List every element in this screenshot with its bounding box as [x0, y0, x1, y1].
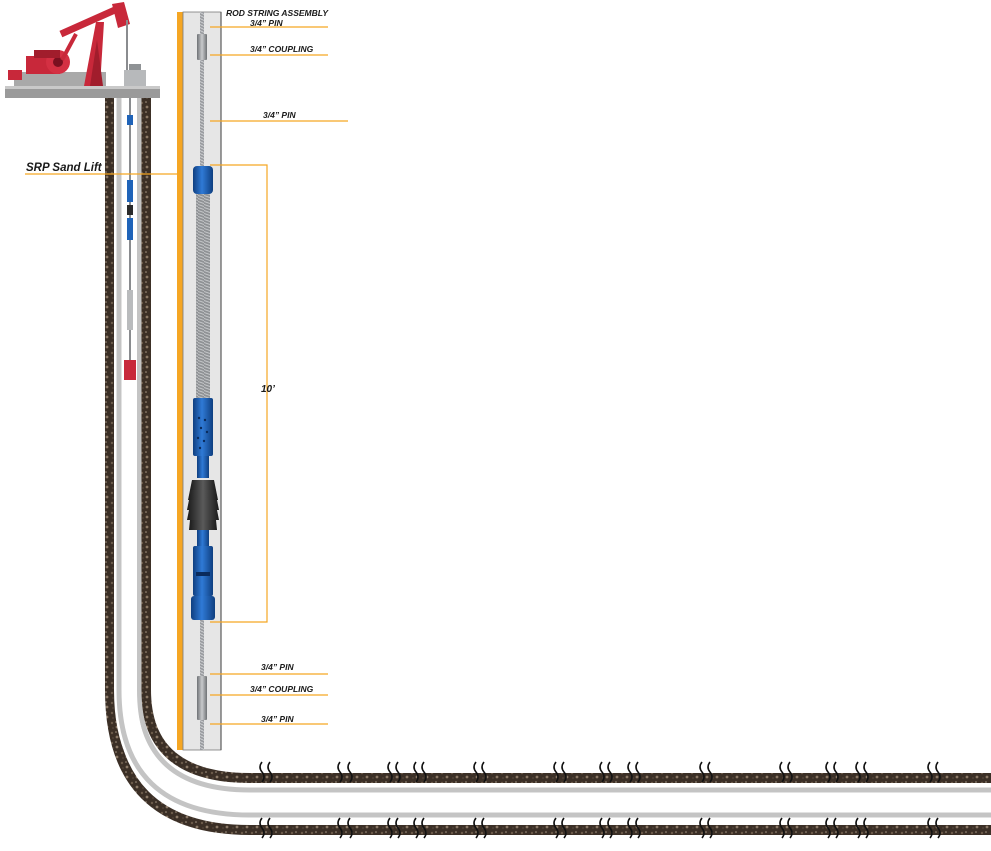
fracture-icon — [833, 761, 839, 783]
fracture-icon — [599, 761, 605, 783]
fracture-icon — [927, 817, 933, 839]
fracture-icon — [833, 817, 839, 839]
fracture-icon — [855, 817, 861, 839]
fracture-icon — [259, 761, 265, 783]
fracture-icon — [413, 817, 419, 839]
fracture-icon — [347, 817, 353, 839]
fracture-icon — [421, 817, 427, 839]
outer-casing — [116, 96, 991, 818]
inner-casing — [136, 96, 991, 793]
lower-rod — [200, 620, 204, 676]
outer-casing-gap — [114, 96, 991, 821]
assembly-title-label: ROD STRING ASSEMBLY — [226, 8, 329, 18]
fracture-icon — [553, 817, 559, 839]
fracture-icon — [627, 761, 633, 783]
top-pin-label: 3/4” PIN — [250, 18, 283, 28]
fracture-icon — [607, 761, 613, 783]
bottom-coupling-label: 3/4” COUPLING — [250, 684, 314, 694]
fracture-icon — [863, 761, 869, 783]
fracture-icon — [935, 761, 941, 783]
fracture-icon — [779, 817, 785, 839]
outer-formation-wall — [105, 96, 991, 835]
fracture-icon — [635, 761, 641, 783]
wellbore — [105, 96, 991, 835]
top-coupling-label: 3/4” COUPLING — [250, 44, 314, 54]
bottom-pin-2-label: 3/4” PIN — [261, 714, 294, 724]
lower-blue-sub — [193, 546, 213, 596]
fracture-icon — [699, 817, 705, 839]
downhole-rod-string — [124, 96, 136, 380]
fracture-icon — [387, 817, 393, 839]
top-blue-cap — [193, 166, 213, 194]
casing-bore — [123, 96, 991, 810]
perforated-sub — [193, 398, 213, 456]
downhole-pump — [124, 360, 136, 380]
fracture-marks — [259, 761, 941, 839]
fracture-icon — [395, 817, 401, 839]
fracture-icon — [473, 817, 479, 839]
upper-rod — [200, 60, 204, 168]
tool-name-label: SRP Sand Lift — [26, 162, 103, 174]
inner-formation-wall — [141, 96, 991, 783]
fracture-icon — [707, 761, 713, 783]
fracture-icon — [787, 817, 793, 839]
fracture-icon — [935, 817, 941, 839]
fracture-icon — [927, 761, 933, 783]
fracture-icon — [395, 761, 401, 783]
fracture-icon — [599, 817, 605, 839]
leader-lines — [25, 26, 348, 725]
dimension-label: 10’ — [261, 384, 275, 395]
pumpjack-icon — [5, 2, 160, 98]
fracture-icon — [779, 761, 785, 783]
rubber-cups — [187, 480, 219, 530]
tubing-wall-left — [177, 12, 183, 750]
top-coupling — [197, 34, 207, 60]
fracture-icon — [481, 817, 487, 839]
upper-pin-label: 3/4” PIN — [263, 110, 296, 120]
fracture-icon — [863, 817, 869, 839]
fracture-icon — [787, 761, 793, 783]
fracture-icon — [707, 817, 713, 839]
fracture-icon — [337, 761, 343, 783]
fracture-icon — [635, 817, 641, 839]
fracture-icon — [699, 761, 705, 783]
fracture-icon — [561, 817, 567, 839]
fracture-icon — [347, 761, 353, 783]
fracture-icon — [553, 761, 559, 783]
rod-string-assembly — [177, 11, 222, 751]
fracture-icon — [481, 761, 487, 783]
bottom-pin — [200, 720, 204, 750]
threaded-body — [196, 194, 210, 398]
fracture-icon — [337, 817, 343, 839]
fracture-icon — [413, 761, 419, 783]
fracture-icon — [473, 761, 479, 783]
fracture-icon — [259, 817, 265, 839]
fracture-icon — [627, 817, 633, 839]
bottom-blue-cap — [191, 596, 215, 620]
top-pin — [200, 12, 204, 34]
fracture-icon — [607, 817, 613, 839]
fracture-icon — [267, 817, 273, 839]
fracture-icon — [421, 761, 427, 783]
fracture-icon — [387, 761, 393, 783]
bottom-pin-1-label: 3/4” PIN — [261, 662, 294, 672]
fracture-icon — [561, 761, 567, 783]
fracture-icon — [825, 817, 831, 839]
fracture-icon — [855, 761, 861, 783]
fracture-icon — [267, 761, 273, 783]
bottom-coupling — [197, 676, 207, 720]
fracture-icon — [825, 761, 831, 783]
